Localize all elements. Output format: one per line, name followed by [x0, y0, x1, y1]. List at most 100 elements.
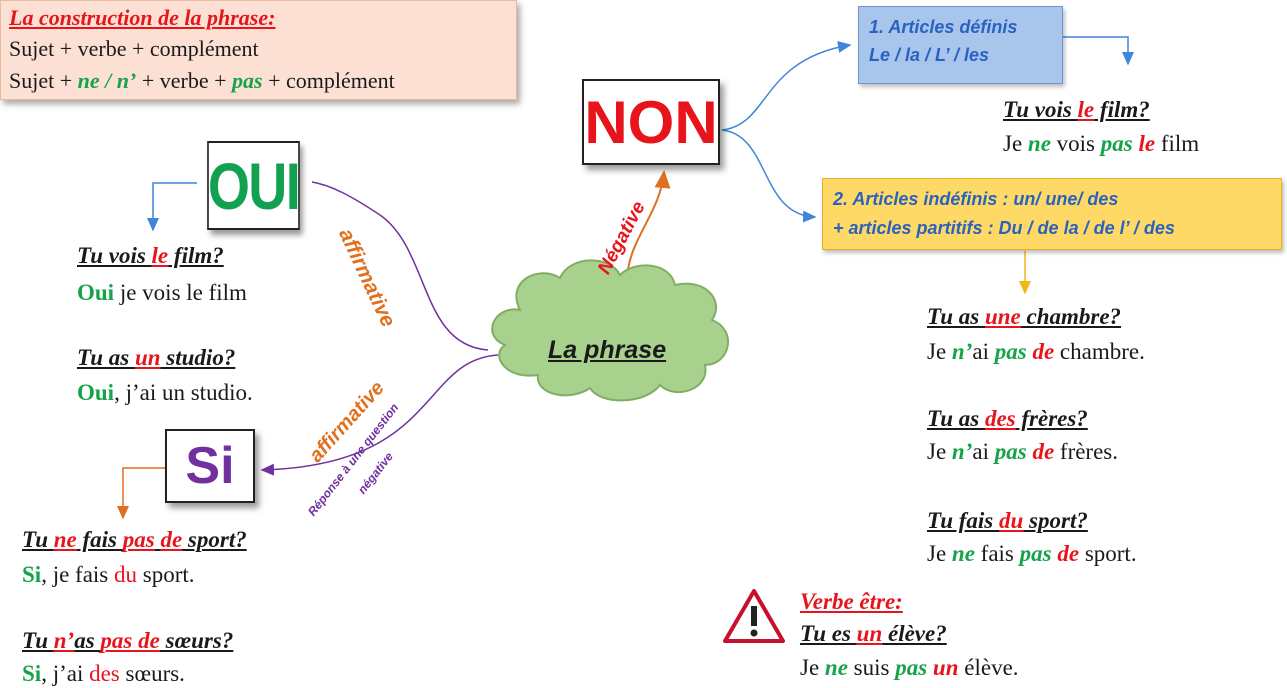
text: + verbe +	[136, 68, 232, 93]
ne-marker: n’	[53, 628, 75, 653]
etre-answer: Je ne suis pas un élève.	[800, 654, 1019, 682]
text: studio?	[160, 345, 236, 370]
de-marker: de	[1057, 541, 1080, 566]
warning-icon	[723, 589, 785, 643]
text: sport.	[137, 562, 195, 587]
oui-word: Oui	[77, 380, 115, 405]
article: des	[89, 661, 120, 686]
etre-question: Tu es un élève?	[800, 620, 947, 648]
text: élève.	[958, 655, 1019, 680]
text: Tu as	[927, 406, 985, 431]
pas-marker: pas	[1019, 541, 1052, 566]
de-marker: de	[1032, 439, 1055, 464]
center-label: La phrase	[548, 336, 667, 364]
construction-line-1: Sujet + verbe + complément	[9, 36, 259, 61]
text: vois	[1050, 131, 1101, 156]
si-box: Si	[165, 429, 255, 503]
text: film?	[168, 243, 224, 268]
text: sœurs.	[119, 661, 185, 686]
article: du	[114, 562, 137, 587]
text: as	[74, 628, 101, 653]
connector-oui	[311, 181, 489, 351]
pas-marker: pas	[122, 527, 155, 552]
si-word: Si	[22, 562, 42, 587]
construction-box: La construction de la phrase: Sujet + ve…	[0, 0, 517, 100]
text: Tu vois	[77, 243, 152, 268]
non-question-1: Tu vois le film?	[1003, 96, 1150, 124]
pas-marker: pas	[994, 439, 1027, 464]
text: je vois le film	[114, 280, 247, 305]
text: Tu	[22, 628, 54, 653]
text: Tu	[22, 527, 54, 552]
articles-partitifs-list: + articles partitifs : Du / de la / de l…	[833, 218, 1175, 238]
pas-marker: pas	[994, 339, 1027, 364]
text: ai	[972, 339, 995, 364]
text: Verbe être:	[800, 589, 903, 614]
text: film	[1155, 131, 1200, 156]
text: sport?	[1023, 508, 1088, 533]
text: fais	[76, 527, 123, 552]
de-marker: de	[160, 527, 183, 552]
articles-indefinis-title: 2. Articles indéfinis : un/ une/ des	[833, 189, 1119, 209]
oui-answer-1: Oui je vois le film	[77, 279, 247, 307]
non-answer-3: Je n’ai pas de frères.	[927, 438, 1118, 466]
construction-line-2: Sujet + ne / n’ + verbe + pas + compléme…	[9, 65, 508, 97]
article: un	[856, 621, 883, 646]
text: Je	[800, 655, 825, 680]
text: Je	[927, 541, 952, 566]
text: Je	[927, 339, 952, 364]
text: frères?	[1015, 406, 1088, 431]
text: , j’ai	[41, 661, 90, 686]
si-question-1: Tu ne fais pas de sport?	[22, 526, 247, 554]
ne-marker: n’	[951, 439, 973, 464]
non-question-2: Tu as une chambre?	[927, 303, 1121, 331]
connector-si	[260, 354, 499, 476]
de-marker: de	[1032, 339, 1055, 364]
oui-word: Oui	[77, 280, 115, 305]
text: , j’ai un studio.	[114, 380, 253, 405]
article: une	[984, 304, 1021, 329]
elbow-definis	[1063, 36, 1134, 66]
pas-marker: pas	[895, 655, 928, 680]
si-word: Si	[22, 661, 42, 686]
ne-marker: ne / n’	[77, 68, 137, 93]
text: sport?	[182, 527, 247, 552]
elbow-oui	[147, 182, 197, 232]
oui-answer-2: Oui, j’ai un studio.	[77, 379, 253, 407]
text: , je fais	[41, 562, 114, 587]
non-answer-2: Je n’ai pas de chambre.	[927, 338, 1145, 366]
text: Tu es	[800, 621, 857, 646]
etre-title: Verbe être:	[800, 588, 903, 616]
si-answer-1: Si, je fais du sport.	[22, 561, 195, 589]
text: film?	[1094, 97, 1150, 122]
article: le	[151, 243, 169, 268]
non-answer-4: Je ne fais pas de sport.	[927, 540, 1137, 568]
construction-title: La construction de la phrase:	[9, 5, 276, 30]
ne-marker: ne	[53, 527, 77, 552]
non-box: NON	[582, 79, 720, 165]
text: Je	[927, 439, 952, 464]
oui-box: OUI	[207, 141, 301, 230]
center-cloud	[491, 259, 729, 402]
articles-definis-box: 1. Articles définis Le / la / L’ / les	[858, 6, 1063, 84]
non-answer-1: Je ne vois pas le film	[1003, 130, 1199, 158]
text: Tu as	[77, 345, 135, 370]
ne-marker: n’	[951, 339, 973, 364]
text: + complément	[262, 68, 395, 93]
articles-indefinis-box: 2. Articles indéfinis : un/ une/ des + a…	[822, 178, 1282, 250]
connector-definis	[721, 41, 852, 131]
oui-question-2: Tu as un studio?	[77, 344, 235, 372]
ne-marker: ne	[1027, 131, 1051, 156]
oui-question-1: Tu vois le film?	[77, 242, 224, 270]
text: frères.	[1054, 439, 1119, 464]
elbow-si	[117, 467, 165, 520]
article: le	[1077, 97, 1095, 122]
text: chambre.	[1054, 339, 1145, 364]
text: sœurs?	[159, 628, 234, 653]
ne-marker: ne	[824, 655, 848, 680]
text: Sujet +	[9, 68, 78, 93]
pas-marker: pas de	[100, 628, 160, 653]
non-question-4: Tu fais du sport?	[927, 507, 1088, 535]
ne-marker: ne	[951, 541, 975, 566]
